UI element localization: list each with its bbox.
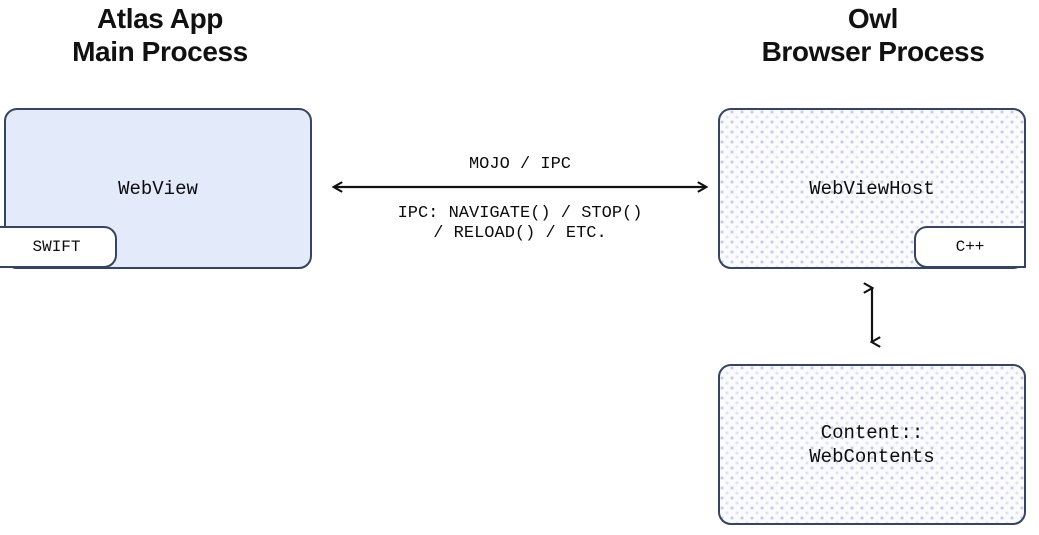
- column-title-owl-browser: Owl Browser Process: [761, 3, 985, 67]
- language-tag-swift: SWIFT: [0, 226, 117, 268]
- connector-arrow-horizontal: [326, 176, 714, 198]
- node-webview-label: WebView: [118, 177, 198, 200]
- node-webcontents[interactable]: Content:: WebContents: [718, 364, 1026, 525]
- node-webviewhost-label: WebViewHost: [809, 177, 935, 200]
- connector-label-mojo-ipc: MOJO / IPC: [468, 155, 572, 174]
- column-title-atlas-app: Atlas App Main Process: [72, 3, 248, 67]
- connector-label-ipc-calls: IPC: NAVIGATE() / STOP() / RELOAD() / ET…: [397, 204, 643, 243]
- language-tag-cpp: C++: [914, 226, 1026, 268]
- connector-arrow-vertical: [856, 281, 888, 349]
- node-webcontents-label: Content:: WebContents: [809, 421, 935, 468]
